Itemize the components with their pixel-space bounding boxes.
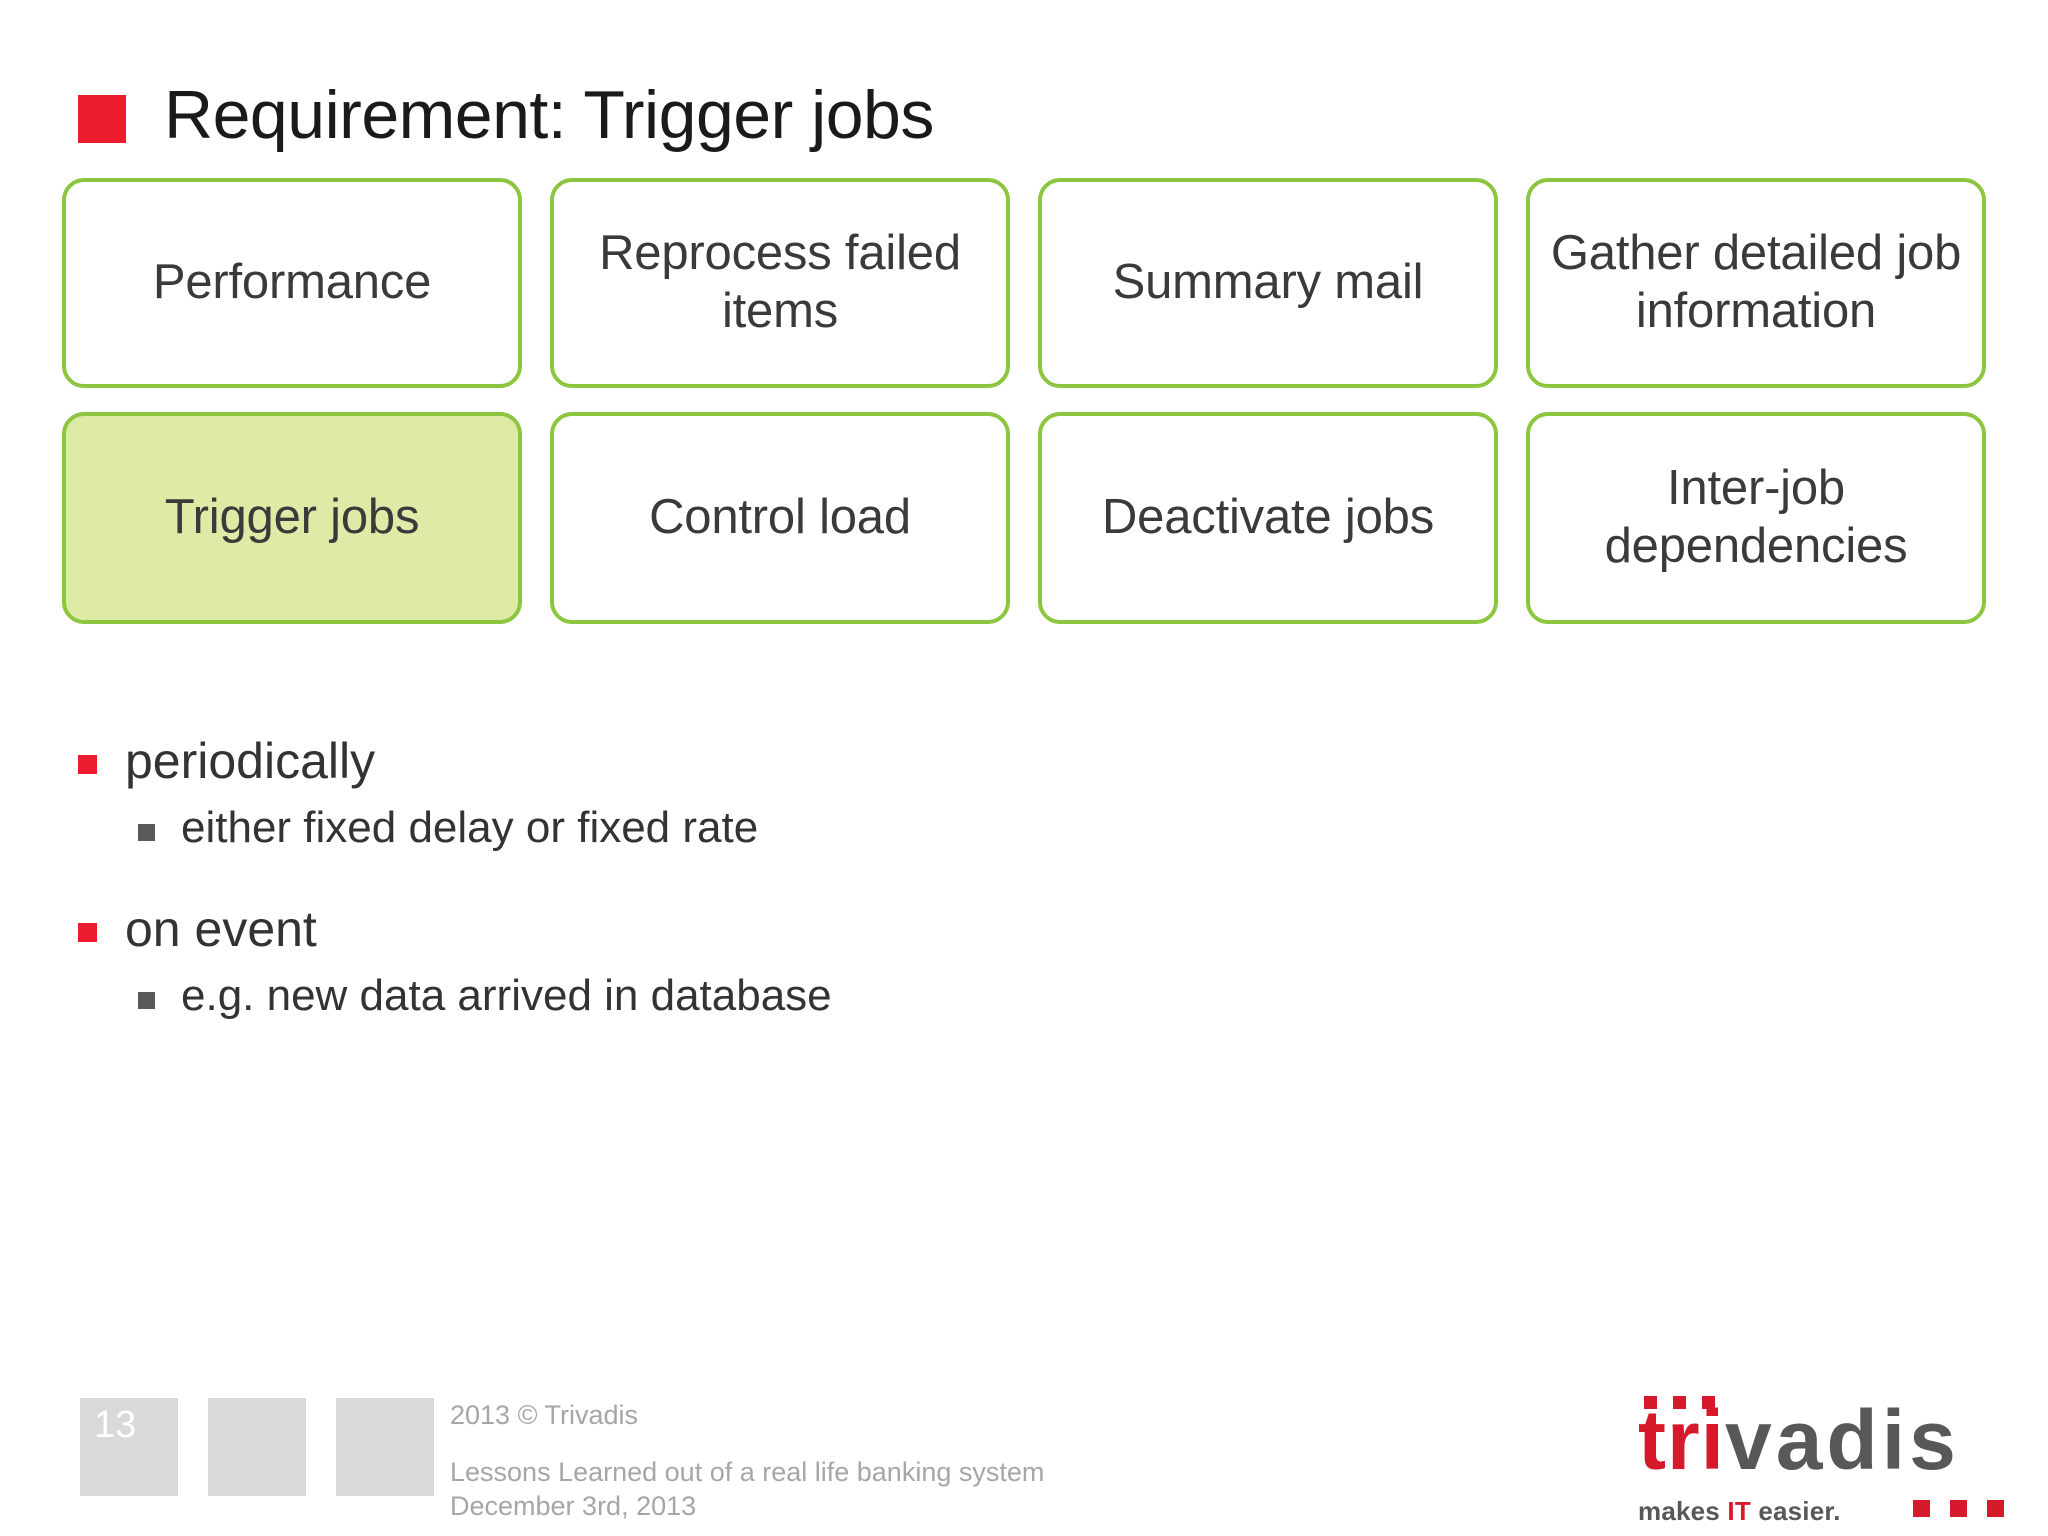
tile-performance[interactable]: Performance [62,178,522,388]
bullet-text: either fixed delay or fixed rate [181,803,759,852]
tile-label: Summary mail [1112,255,1424,310]
tile-label: Inter-job dependencies [1604,461,1908,573]
footer-subject: Lessons Learned out of a real life banki… [450,1456,1045,1487]
bullet-item-on-event: on event [78,896,1578,963]
bullet-text: e.g. new data arrived in database [181,970,832,1020]
logo-square-icon [1950,1500,1967,1517]
sub-bullet-square-icon [138,991,155,1009]
page-number: 13 [94,1404,137,1446]
footer-text: 2013 © Trivadis Lessons Learned out of a… [450,1398,1044,1524]
bullet-square-icon [78,922,97,942]
tile-deactivate-jobs[interactable]: Deactivate jobs [1038,412,1498,624]
sub-bullet-square-icon [138,824,155,841]
tile-label: Control load [649,490,911,545]
footer-date: December 3rd, 2013 [450,1491,697,1522]
logo-tagline: makes IT easier. [1638,1496,2008,1527]
bullet-item-periodically: periodically [78,728,1578,795]
logo-tagline-pre: makes [1638,1496,1728,1526]
logo-wordmark: trivadis [1638,1396,2008,1482]
bullet-list: periodically either fixed delay or fixed… [78,728,1578,1032]
tile-reprocess-failed-items[interactable]: Reprocess failed items [550,178,1010,388]
tile-trigger-jobs[interactable]: Trigger jobs [62,412,522,624]
bullet-spacer [78,864,1578,896]
tile-label: Performance [152,255,432,310]
logo-square-icon [1987,1500,2004,1517]
logo-tagline-it: IT [1727,1496,1751,1526]
page-number-block: 13 [80,1398,178,1496]
logo-tagline-post: easier. [1750,1496,1841,1526]
footer-blocks: 13 [80,1398,434,1496]
logo-dot-icon [1702,1396,1715,1409]
bullet-subitem-fixed-delay-rate: either fixed delay or fixed rate [138,799,1578,858]
tile-label: Deactivate jobs [1101,490,1434,545]
footer-copyright: 2013 © Trivadis [450,1400,638,1430]
tile-summary-mail[interactable]: Summary mail [1038,178,1498,388]
requirement-tile-grid: Performance Reprocess failed items Summa… [62,178,1986,624]
tile-label: Reprocess failed items [599,226,961,338]
tile-label: Gather detailed job information [1550,226,1962,338]
logo-word-red: tri [1638,1393,1725,1487]
title-marker-icon [78,95,126,143]
trivadis-logo: trivadis makes IT easier. [1638,1396,2008,1526]
logo-dot-icon [1673,1396,1686,1409]
logo-square-icon [1913,1500,1930,1517]
tile-inter-job-dependencies[interactable]: Inter-job dependencies [1526,412,1986,624]
bullet-text: periodically [125,733,376,789]
bullet-subitem-new-data-arrived: e.g. new data arrived in database [138,967,1578,1026]
bullet-text: on event [125,900,317,957]
logo-dot-icon [1644,1396,1657,1409]
page-title-text: Requirement: Trigger jobs [164,77,934,153]
tile-gather-detailed-job-information[interactable]: Gather detailed job information [1526,178,1986,388]
logo-word-dark: vadis [1725,1393,1960,1487]
page-title: Requirement: Trigger jobs [78,70,934,160]
footer-decor-block-3 [336,1398,434,1496]
bullet-square-icon [78,755,97,774]
footer-decor-block-2 [208,1398,306,1496]
tile-label: Trigger jobs [164,490,420,545]
tile-control-load[interactable]: Control load [550,412,1010,624]
logo-square-row [1913,1500,2004,1517]
